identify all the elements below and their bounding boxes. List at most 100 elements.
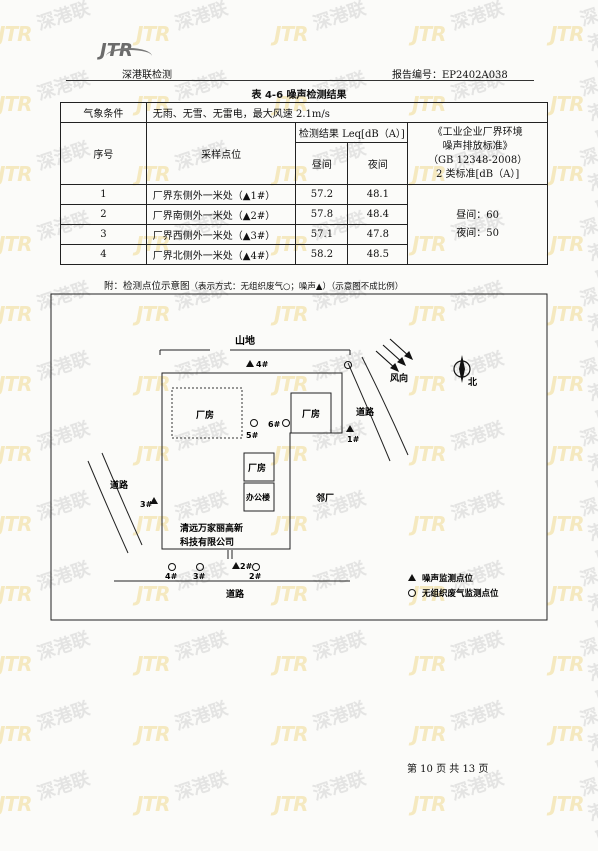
watermark-jtr: JTR [550, 582, 584, 606]
row-point: 厂界东侧外一米处（▲1#） [145, 184, 297, 205]
row-no: 3 [60, 224, 147, 245]
row-day: 57.8 [295, 204, 349, 225]
factory-right [290, 392, 332, 434]
noise-4-label: 4# [256, 360, 269, 369]
wind-label: 风向 [390, 372, 408, 384]
watermark-sgl: 深港联 [172, 698, 231, 735]
north-label: 北 [468, 376, 477, 388]
watermark-sgl: 深港联 [577, 774, 598, 850]
jtr-logo: JTR [100, 40, 152, 61]
company-label-2: 科技有限公司 [180, 536, 234, 548]
row-point: 厂界西侧外一米处（▲3#） [145, 224, 297, 245]
noise-3-label: 3# [140, 500, 153, 509]
watermark-sgl: 深港联 [172, 768, 231, 805]
row-no: 4 [60, 244, 147, 265]
legend-gas-icon [408, 589, 416, 597]
watermark-sgl: 深港联 [577, 4, 598, 80]
standard-line: 《工业企业厂界环境 [432, 126, 523, 138]
watermark-sgl: 深港联 [577, 424, 598, 500]
watermark-jtr: JTR [136, 792, 170, 816]
road-west-line [87, 460, 129, 554]
compass-needle-icon [459, 355, 465, 383]
watermark-sgl: 深港联 [577, 74, 598, 150]
standard-line: （GB 12348-2008） [428, 154, 528, 166]
noise-2-label: 2# [240, 562, 253, 571]
gas-2-label: 2# [249, 572, 262, 581]
note-sub: （表示方式：无组织废气○；噪声▲）（示意图不成比例） [189, 282, 404, 292]
noise-point-marker [232, 562, 240, 569]
watermark-jtr: JTR [274, 722, 308, 746]
watermark-jtr: JTR [274, 22, 308, 46]
gas-6-label: 6# [268, 420, 281, 429]
watermark-sgl: 深港联 [577, 634, 598, 710]
limit-night: 夜间：50 [456, 227, 499, 239]
watermark-jtr: JTR [0, 442, 32, 466]
watermark-jtr: JTR [412, 652, 446, 676]
note-main: 附：检测点位示意图 [104, 281, 190, 292]
noise-results-table: 气象条件 无雨、无雪、无雷电，最大风速 2.1m/s 序号 采样点位 检测结果 … [60, 102, 549, 265]
watermark-jtr: JTR [0, 512, 32, 536]
watermark-sgl: 深港联 [310, 628, 369, 665]
road-east-label: 道路 [356, 406, 375, 418]
weather-value: 无雨、无雪、无雷电，最大风速 2.1m/s [145, 102, 549, 123]
watermark-sgl: 深港联 [310, 0, 369, 35]
watermark-jtr: JTR [0, 302, 32, 326]
table-row: 1 厂界东侧外一米处（▲1#） 57.2 48.1 昼间：60 夜间：50 [60, 184, 548, 265]
row-no: 2 [60, 204, 147, 225]
gas-3-label: 3# [193, 572, 206, 581]
watermark-jtr: JTR [412, 722, 446, 746]
watermark-jtr: JTR [550, 442, 584, 466]
watermark-jtr: JTR [550, 722, 584, 746]
watermark-jtr: JTR [550, 512, 584, 536]
table-row: 4 厂界北侧外一米处（▲4#） 58.2 48.5 [60, 244, 548, 265]
row-night: 48.4 [347, 204, 409, 225]
wind-arrows [375, 338, 414, 373]
watermark-jtr: JTR [0, 22, 32, 46]
weather-label: 气象条件 [60, 102, 147, 123]
watermark-sgl: 深港联 [310, 698, 369, 735]
factory-boundary [161, 372, 343, 550]
watermark-sgl: 深港联 [172, 0, 231, 35]
watermark-jtr: JTR [0, 652, 32, 676]
row-day: 57.2 [295, 184, 349, 205]
table-title: 表 4-6 噪声检测结果 [251, 90, 347, 101]
office-building [243, 482, 275, 512]
watermark-sgl: 深港联 [577, 494, 598, 570]
factory-c-label: 厂房 [248, 462, 266, 474]
road-east-line [361, 356, 409, 456]
gas-point-marker [344, 361, 352, 369]
watermark-jtr: JTR [0, 372, 32, 396]
watermark-jtr: JTR [550, 372, 584, 396]
report-number: 报告编号：EP2402A038 [392, 70, 508, 81]
weather-row: 气象条件 无雨、无雪、无雷电，最大风速 2.1m/s [60, 102, 549, 123]
watermark-jtr: JTR [0, 162, 32, 186]
header-divider [66, 80, 534, 81]
watermark-jtr: JTR [550, 302, 584, 326]
watermark-sgl: 深港联 [310, 768, 369, 805]
col-result-header: 检测结果 Leq[dB（A）] [295, 122, 409, 143]
row-no: 1 [60, 184, 147, 205]
map-frame [50, 293, 548, 621]
row-day: 58.2 [295, 244, 349, 265]
watermark-jtr: JTR [550, 792, 584, 816]
company-label-1: 清远万家丽高新 [180, 522, 243, 534]
watermark-sgl: 深港联 [577, 564, 598, 640]
watermark-jtr: JTR [0, 722, 32, 746]
watermark-sgl: 深港联 [448, 0, 507, 35]
map-note: 附：检测点位示意图（表示方式：无组织废气○；噪声▲）（示意图不成比例） [104, 278, 403, 292]
watermark-sgl: 深港联 [34, 628, 93, 665]
row-night: 48.1 [347, 184, 409, 205]
table-row: 3 厂界西侧外一米处（▲3#） 57.1 47.8 [60, 224, 548, 245]
watermark-sgl: 深港联 [448, 698, 507, 735]
col-day-header: 昼间 [295, 142, 349, 185]
legend-noise-label: 噪声监测点位 [422, 573, 474, 584]
road-west-label: 道路 [110, 479, 129, 491]
watermark-sgl: 深港联 [34, 0, 93, 35]
standard-line: 2 类标准[dB（A）] [435, 168, 520, 180]
office-label: 办公楼 [246, 492, 270, 502]
noise-point-marker [150, 497, 158, 504]
watermark-jtr: JTR [0, 582, 32, 606]
watermark-jtr: JTR [412, 22, 446, 46]
factory-b-label: 厂房 [302, 408, 320, 420]
watermark-jtr: JTR [136, 652, 170, 676]
